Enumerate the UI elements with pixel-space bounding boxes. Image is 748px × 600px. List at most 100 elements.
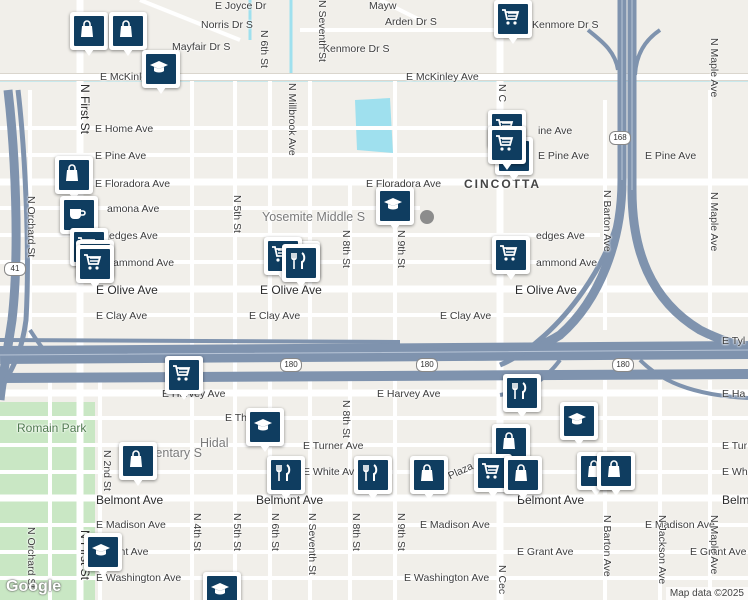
street-label-first-st: N First St	[78, 84, 92, 134]
street-label-barton-n: N Barton Ave	[601, 190, 613, 252]
shopping-cart-icon	[482, 463, 500, 479]
coffee-cup-icon	[70, 209, 86, 219]
park-label-romain: Romain Park	[17, 421, 87, 435]
street-label-pine-far: E Pine Ave	[645, 150, 697, 162]
shopping-cart-icon	[502, 9, 520, 25]
route-180-shield-a: 180	[280, 358, 302, 372]
street-label-pine-mid: ine Ave	[538, 125, 573, 137]
street-label-mayfair: Mayfair Dr S	[172, 41, 231, 53]
street-label-seventh-n: N Seventh St	[316, 0, 328, 62]
street-label-kenmore-e: Kenmore Dr S	[532, 19, 599, 31]
map-marker-shopping-bag[interactable]	[410, 456, 448, 500]
street-label-the: E The	[225, 412, 253, 424]
shopping-bag-icon	[421, 464, 433, 481]
fork-knife-icon	[363, 464, 378, 481]
street-label-maple-s: N Maple Ave	[708, 515, 720, 575]
map-marker-shopping-bag[interactable]	[70, 12, 108, 56]
shopping-cart-icon	[173, 365, 191, 381]
map-marker-coffee-cup[interactable]	[60, 196, 98, 240]
graduation-cap-icon	[568, 413, 586, 425]
fork-knife-icon	[276, 464, 291, 481]
street-label-fifth-s: N 5th St	[231, 513, 243, 551]
street-label-belmont-e: Belmont Ave	[517, 493, 585, 507]
map-marker-shopping-cart[interactable]	[494, 0, 532, 44]
street-label-eighth-n: N 8th St	[340, 230, 352, 268]
street-label-turner-w: E Turner Ave	[303, 440, 364, 452]
shopping-bag-icon	[81, 20, 93, 37]
map-marker-shopping-bag[interactable]	[109, 12, 147, 56]
street-label-sixth-s: N 6th St	[269, 513, 281, 551]
street-label-cedar-s: N Cec	[496, 565, 508, 595]
street-label-clay-w: E Clay Ave	[96, 310, 148, 322]
street-label-pine-e: E Pine Ave	[538, 150, 590, 162]
graduation-cap-icon	[150, 61, 168, 73]
map-marker-shopping-cart[interactable]	[165, 356, 203, 400]
shopping-bag-icon	[503, 432, 515, 449]
map-marker-shopping-bag[interactable]	[119, 442, 157, 486]
google-logo: Google	[6, 578, 62, 595]
street-label-joyce: E Joyce Dr	[215, 0, 267, 12]
street-label-belmont-w: Belmont Ave	[96, 493, 164, 507]
street-label-ninth-n: N 9th St	[395, 230, 407, 268]
shopping-bag-icon	[66, 164, 78, 181]
map-attribution[interactable]: Map data ©2025	[665, 587, 748, 600]
graduation-cap-icon	[92, 544, 110, 556]
street-label-grant-far: E Grant Ave	[690, 546, 747, 558]
poi-label-elementary-2: mentary S	[145, 446, 202, 460]
street-label-pine-w: E Pine Ave	[95, 150, 147, 162]
graduation-cap-icon	[384, 198, 402, 210]
street-label-orchard: N Orchard St	[25, 196, 37, 258]
street-label-sixth-n: N 6th St	[258, 30, 270, 68]
street-label-ninth-s: N 9th St	[395, 513, 407, 551]
map-marker-fork-knife[interactable]	[282, 244, 320, 288]
map-marker-graduation-cap[interactable]	[560, 402, 598, 446]
map-marker-shopping-cart[interactable]	[76, 245, 114, 289]
street-label-olive-e: E Olive Ave	[515, 283, 577, 297]
street-label-ha: E Ha	[722, 388, 746, 400]
street-label-olive-mid: E Olive Ave	[260, 283, 322, 297]
map-marker-graduation-cap[interactable]	[246, 408, 284, 452]
map-marker-fork-knife[interactable]	[354, 456, 392, 500]
map-marker-graduation-cap[interactable]	[84, 533, 122, 577]
map-marker-fork-knife[interactable]	[267, 456, 305, 500]
street-label-ramona: amona Ave	[107, 203, 160, 215]
shopping-bag-icon	[130, 450, 142, 467]
map-marker-fork-knife[interactable]	[503, 374, 541, 418]
street-label-turner-e: E Tur	[722, 440, 748, 452]
street-label-maple-n: N Maple Ave	[708, 38, 720, 98]
street-label-second: N 2nd St	[101, 450, 113, 491]
street-label-eighth-s: N 8th St	[350, 513, 362, 551]
street-label-olive-w: E Olive Ave	[96, 283, 158, 297]
street-label-norris: Norris Dr S	[201, 19, 253, 31]
map-marker-shopping-cart[interactable]	[488, 126, 526, 170]
street-label-hedges-e: edges Ave	[536, 230, 585, 242]
neighborhood-label-cincotta: CINCOTTA	[464, 177, 542, 191]
street-label-arden: Arden Dr S	[385, 16, 437, 28]
route-180-shield-b: 180	[416, 358, 438, 372]
street-label-maple-mid: N Maple Ave	[708, 192, 720, 252]
street-label-kenmore-w: Kenmore Dr S	[323, 43, 390, 55]
street-label-home: E Home Ave	[95, 123, 154, 135]
map-marker-shopping-cart[interactable]	[492, 236, 530, 280]
street-label-madison-e: E Madison Ave	[645, 519, 715, 531]
map-marker-graduation-cap[interactable]	[142, 50, 180, 94]
street-label-seventh-s: N Seventh St	[306, 513, 318, 575]
route-168-shield: 168	[609, 131, 631, 145]
map-marker-shopping-bag[interactable]	[504, 456, 542, 500]
map-marker-shopping-bag[interactable]	[55, 156, 93, 200]
street-label-madison-mid: E Madison Ave	[420, 519, 490, 531]
map-marker-shopping-bag[interactable]	[597, 452, 635, 496]
shopping-bag-icon	[515, 464, 527, 481]
shopping-cart-icon	[496, 135, 514, 151]
shopping-cart-icon	[84, 254, 102, 270]
map-marker-graduation-cap[interactable]	[376, 187, 414, 231]
graduation-cap-icon	[211, 583, 229, 595]
street-label-clay-mid: E Clay Ave	[249, 310, 301, 322]
map-marker-graduation-cap[interactable]	[203, 572, 241, 600]
shopping-cart-icon	[500, 245, 518, 261]
street-label-hammond-e: ammond Ave	[536, 257, 598, 269]
street-label-white-e: E Wh	[722, 466, 748, 478]
graduation-cap-icon	[254, 419, 272, 431]
